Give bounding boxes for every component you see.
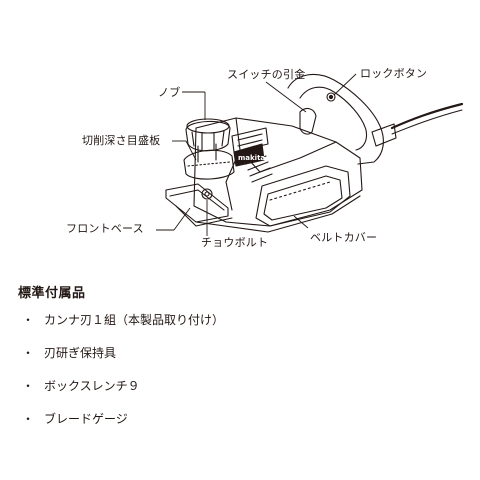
list-item: ・刃研ぎ保持具 (22, 346, 116, 360)
planer-diagram: makita (156, 73, 464, 236)
list-item: ・カンナ刃１組（本製品取り付け） (22, 313, 224, 327)
depth-scale (183, 149, 235, 180)
accessory-label: ボックスレンチ９ (44, 379, 140, 393)
belt-cover (255, 165, 351, 227)
bullet: ・ (22, 346, 35, 360)
list-item: ・ボックスレンチ９ (22, 379, 140, 393)
svg-text:makita: makita (238, 154, 265, 162)
label-front-base: フロントベース (66, 222, 144, 235)
list-item: ・ブレードゲージ (22, 412, 128, 426)
bullet: ・ (22, 412, 35, 426)
bullet: ・ (22, 313, 35, 327)
label-switch-trigger: スイッチの引金 (227, 68, 306, 81)
label-knob: ノブ (158, 86, 181, 99)
motor-body (193, 117, 363, 227)
switch-trigger (299, 107, 317, 135)
knob (185, 120, 231, 152)
accessory-label: 刃研ぎ保持具 (44, 346, 117, 360)
label-adjust-bolt: チョウボルト (201, 236, 269, 249)
adjust-bolt (201, 188, 213, 200)
accessory-label: カンナ刃１組（本製品取り付け） (44, 313, 225, 327)
front-base (165, 183, 229, 223)
label-depth-scale: 切削深さ目盛板 (82, 134, 161, 147)
label-lock-button: ロックボタン (360, 67, 428, 80)
lock-button (326, 92, 336, 102)
power-cord (390, 102, 464, 130)
rear-handle (287, 73, 384, 165)
bullet: ・ (22, 379, 35, 393)
accessory-label: ブレードゲージ (44, 412, 128, 426)
label-belt-cover: ベルトカバー (310, 231, 378, 244)
accessories-title: 標準付属品 (18, 286, 86, 301)
